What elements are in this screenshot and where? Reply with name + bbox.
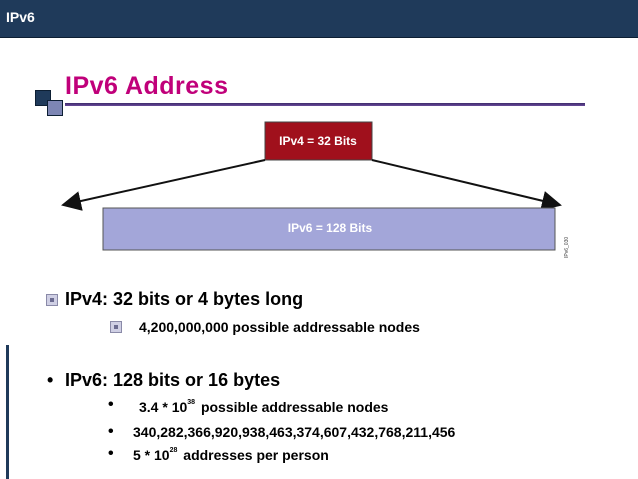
ipv4-box [264,121,373,161]
nodes-base: 3.4 * 10 [139,399,188,415]
ipv6-sub-bullet-nodes: 3.4 * 1038 possible addressable nodes [139,399,388,415]
bullet-dot-icon: • [108,423,114,440]
bullet-dot-icon: • [47,370,54,390]
left-accent-bar [6,345,9,479]
right-arrow [371,159,562,211]
per-person-rest: addresses per person [183,447,329,463]
per-person-base: 5 * 10 [133,447,170,463]
ipv6-box [102,207,556,251]
slide-heading: IPv6 Address [65,72,229,100]
slide-title: IPv6 [6,9,35,25]
diagram-tag: IPv6_030 [564,237,570,258]
nodes-exponent: 38 [187,399,196,406]
bullet-dot-icon: • [108,445,114,462]
bullet-dot-icon: • [108,396,114,413]
square-bullet-icon [46,294,58,306]
ipv4-sub-bullet: 4,200,000,000 possible addressable nodes [139,319,420,335]
ipv6-sub-bullet-per-person: 5 * 1028 addresses per person [133,447,329,463]
nodes-rest: possible addressable nodes [200,399,389,415]
heading-underline [65,103,585,106]
ipv6-main-bullet: IPv6: 128 bits or 16 bytes [65,370,281,390]
square-bullet-icon [110,321,122,333]
ipv4-main-bullet: IPv4: 32 bits or 4 bytes long [65,289,304,309]
heading-square-light-icon [47,100,63,116]
ipv6-box-label: IPv6 = 128 Bits [288,221,373,235]
left-arrow [61,159,266,211]
title-bar: IPv6 [0,0,638,38]
ipv6-sub-bullet-exact: 340,282,366,920,938,463,374,607,432,768,… [133,424,456,440]
per-person-exponent: 28 [169,447,178,454]
ipv4-box-label: IPv4 = 32 Bits [279,134,357,148]
